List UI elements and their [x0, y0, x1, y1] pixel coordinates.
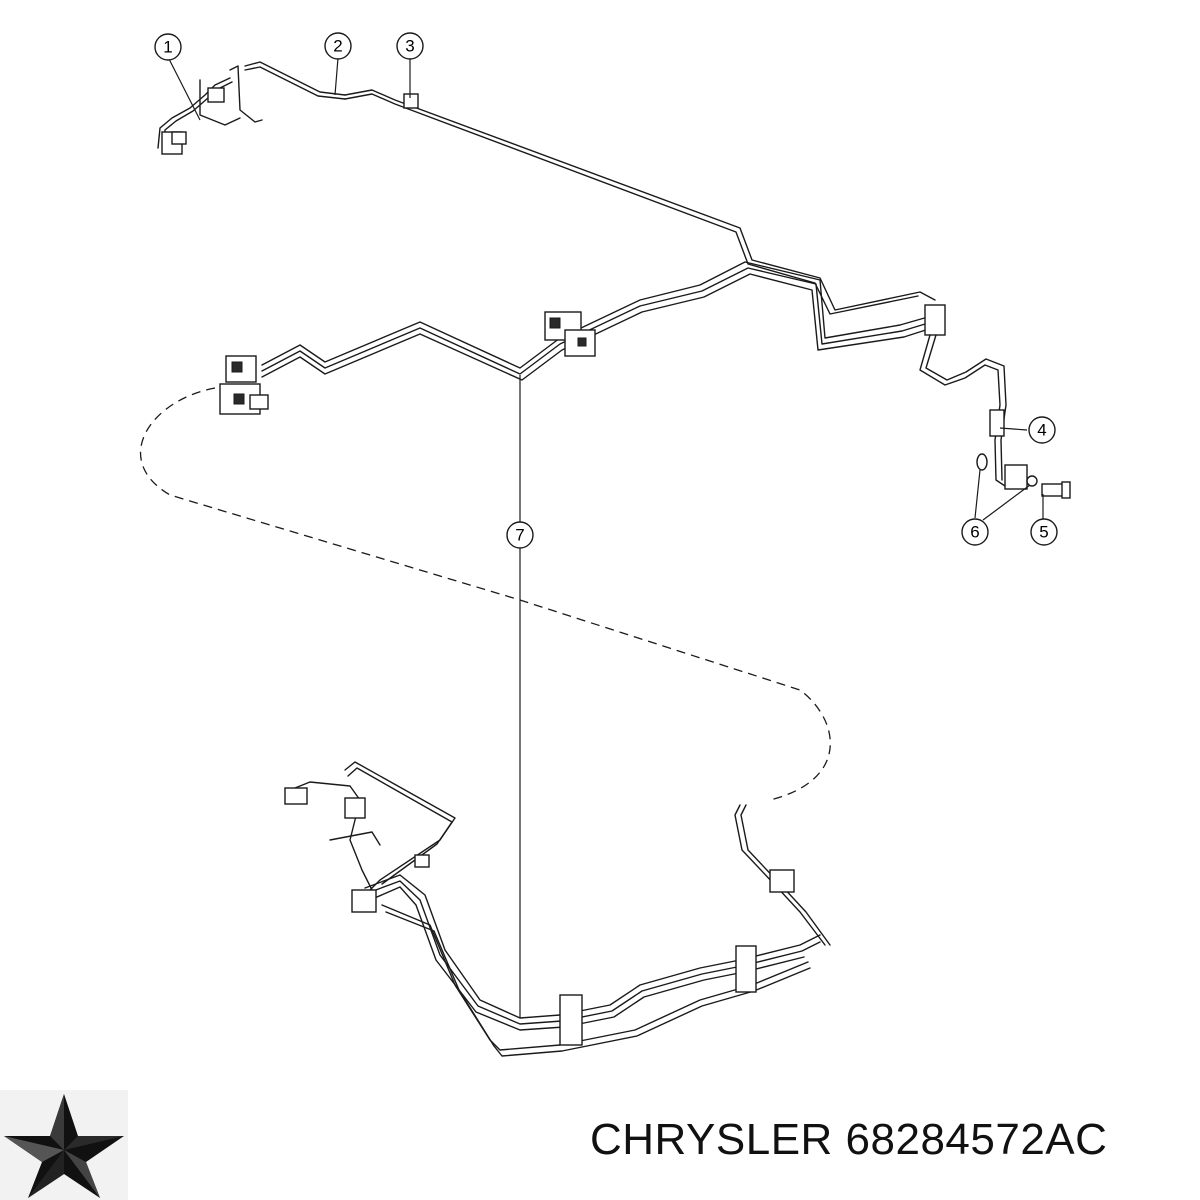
callout-7-label: 7	[515, 526, 524, 545]
callout-6-label: 6	[970, 523, 979, 542]
left-junction-block	[219, 355, 269, 415]
callout-7: 7	[506, 521, 534, 549]
rear-brake-tubes	[284, 761, 831, 1057]
callout-5: 5	[1030, 518, 1058, 546]
chrysler-pentastar-icon	[0, 1090, 128, 1200]
callout-5-label: 5	[1039, 523, 1048, 542]
callout-1-label: 1	[163, 38, 172, 57]
callout-2-label: 2	[333, 37, 342, 56]
upper-brake-tube	[344, 89, 936, 315]
leader-lines	[167, 56, 1044, 1018]
callout-3-label: 3	[405, 37, 414, 56]
part-number-caption: CHRYSLER 68284572AC	[590, 1115, 1108, 1164]
center-junction-block	[544, 311, 596, 357]
callout-6: 6	[961, 518, 989, 546]
callout-3: 3	[396, 32, 424, 60]
rear-right-hose-assembly	[919, 304, 1071, 499]
callout-1: 1	[154, 33, 182, 61]
callout-4-label: 4	[1037, 421, 1046, 440]
callout-4: 4	[1028, 416, 1056, 444]
middle-brake-tubes	[261, 261, 936, 381]
callout-2: 2	[324, 32, 352, 60]
routing-dashed-path	[139, 387, 831, 801]
front-hose-assembly	[157, 61, 346, 155]
